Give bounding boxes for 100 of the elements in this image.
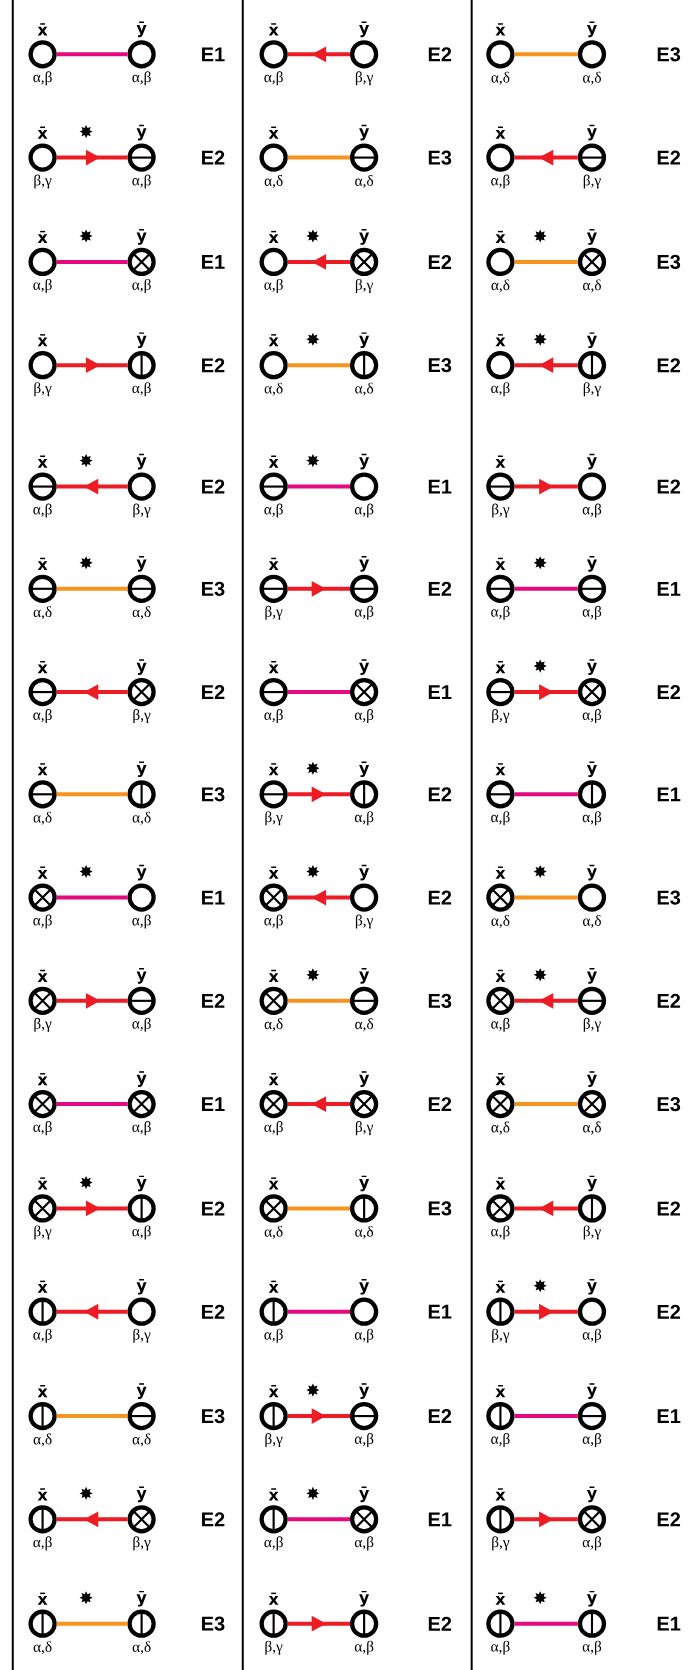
greek-label: α,δ bbox=[355, 175, 374, 189]
variable-label: x̄ bbox=[268, 1073, 279, 1086]
case-label: E2 bbox=[202, 150, 225, 165]
variable-label: x̄ bbox=[495, 455, 506, 468]
greek-label: α,β bbox=[33, 503, 52, 518]
greek-label: α,δ bbox=[264, 175, 283, 189]
circle-symbol bbox=[127, 1090, 156, 1119]
circle-symbol bbox=[28, 574, 57, 603]
variable-label: x̄ bbox=[37, 557, 48, 570]
circle-symbol bbox=[350, 986, 379, 1015]
case-label: E3 bbox=[428, 1201, 452, 1216]
circle-symbol bbox=[127, 780, 156, 809]
greek-label: α,β bbox=[33, 914, 52, 929]
greek-label: β,γ bbox=[355, 278, 373, 293]
variable-label: ȳ bbox=[586, 659, 597, 675]
circle-symbol bbox=[28, 1297, 57, 1326]
edge-label: ✸ bbox=[304, 228, 321, 244]
variable-label: ȳ bbox=[586, 968, 597, 984]
greek-label: α,β bbox=[354, 1536, 374, 1551]
greek-label: α,β bbox=[264, 1328, 283, 1343]
case-label: E2 bbox=[428, 1097, 452, 1112]
greek-label: β,γ bbox=[34, 174, 52, 189]
edge-label: ✸ bbox=[532, 864, 549, 879]
case-label: E2 bbox=[428, 787, 452, 802]
variable-label: ȳ bbox=[586, 556, 597, 572]
variable-label: x̄ bbox=[37, 661, 48, 674]
circle-symbol bbox=[486, 677, 515, 707]
circle-symbol bbox=[577, 472, 607, 501]
greek-label: α,δ bbox=[132, 811, 151, 825]
variable-label: ȳ bbox=[586, 124, 597, 141]
greek-label: α,β bbox=[132, 174, 151, 189]
greek-label: α,β bbox=[582, 1536, 602, 1551]
greek-label: α,β bbox=[491, 605, 510, 620]
greek-label: α,β bbox=[354, 1640, 374, 1655]
case-label: E1 bbox=[202, 255, 225, 269]
case-label: E2 bbox=[202, 1512, 225, 1527]
case-label: E1 bbox=[202, 47, 225, 62]
circle-symbol bbox=[259, 574, 288, 603]
circle-symbol bbox=[350, 1090, 379, 1119]
variable-label: x̄ bbox=[37, 334, 48, 347]
edge-label: ✸ bbox=[304, 1382, 321, 1398]
variable-label: ȳ bbox=[359, 1590, 370, 1607]
variable-label: x̄ bbox=[268, 1280, 279, 1293]
circle-symbol bbox=[577, 1194, 607, 1223]
greek-label: α,β bbox=[354, 1433, 374, 1448]
variable-label: ȳ bbox=[136, 968, 147, 984]
edge-label: ✸ bbox=[78, 124, 95, 139]
circle-symbol bbox=[28, 1401, 57, 1431]
variable-label: x̄ bbox=[495, 126, 506, 139]
greek-label: α,β bbox=[132, 382, 151, 397]
variable-label: ȳ bbox=[586, 1071, 597, 1087]
edge-label: ✸ bbox=[304, 967, 321, 983]
variable-label: x̄ bbox=[495, 334, 506, 347]
greek-label: β,γ bbox=[583, 1225, 601, 1240]
variable-label: ȳ bbox=[136, 1175, 147, 1192]
circle-symbol bbox=[28, 1194, 57, 1223]
case-label: E2 bbox=[202, 1304, 225, 1319]
variable-label: x̄ bbox=[495, 1488, 506, 1501]
edge-label: ✸ bbox=[78, 1590, 95, 1605]
variable-label: ȳ bbox=[359, 124, 370, 141]
variable-label: ȳ bbox=[586, 229, 597, 245]
greek-label: α,δ bbox=[583, 915, 601, 929]
greek-label: α,δ bbox=[33, 1641, 52, 1655]
variable-label: ȳ bbox=[136, 556, 147, 572]
greek-label: α,β bbox=[354, 503, 374, 518]
greek-label: α,β bbox=[264, 503, 283, 518]
case-label: E2 bbox=[428, 581, 452, 596]
greek-label: β,γ bbox=[355, 914, 373, 929]
case-label: E1 bbox=[657, 1616, 681, 1631]
case-label: E1 bbox=[657, 787, 681, 802]
variable-label: x̄ bbox=[495, 1280, 506, 1293]
variable-label: x̄ bbox=[495, 1073, 506, 1086]
variable-label: ȳ bbox=[359, 1071, 370, 1087]
variable-label: x̄ bbox=[37, 1592, 48, 1605]
circle-symbol bbox=[259, 1297, 288, 1326]
edge-label: ✸ bbox=[532, 332, 549, 347]
variable-label: x̄ bbox=[495, 557, 506, 570]
circle-symbol bbox=[28, 1505, 57, 1534]
circle-symbol bbox=[350, 1505, 379, 1534]
circle-symbol bbox=[577, 1297, 607, 1326]
circle-symbol bbox=[577, 1609, 607, 1638]
greek-label: α,δ bbox=[132, 1641, 151, 1655]
variable-label: ȳ bbox=[586, 1278, 597, 1295]
edge-label: ✸ bbox=[304, 453, 321, 468]
variable-label: x̄ bbox=[268, 1488, 279, 1501]
greek-label: β,γ bbox=[492, 1536, 510, 1551]
case-label: E1 bbox=[202, 890, 225, 905]
greek-label: α,β bbox=[33, 1121, 52, 1136]
greek-label: β,γ bbox=[265, 1433, 283, 1448]
greek-label: β,γ bbox=[265, 811, 283, 826]
greek-label: α,δ bbox=[132, 1433, 151, 1447]
variable-label: ȳ bbox=[586, 761, 597, 778]
greek-label: α,β bbox=[354, 605, 374, 620]
circle-symbol bbox=[28, 143, 57, 172]
greek-label: α,δ bbox=[491, 915, 510, 929]
variable-label: ȳ bbox=[359, 761, 370, 778]
circle-symbol bbox=[350, 143, 379, 172]
variable-label: x̄ bbox=[495, 1592, 506, 1605]
greek-label: β,γ bbox=[583, 382, 601, 397]
circle-symbol bbox=[127, 247, 156, 277]
